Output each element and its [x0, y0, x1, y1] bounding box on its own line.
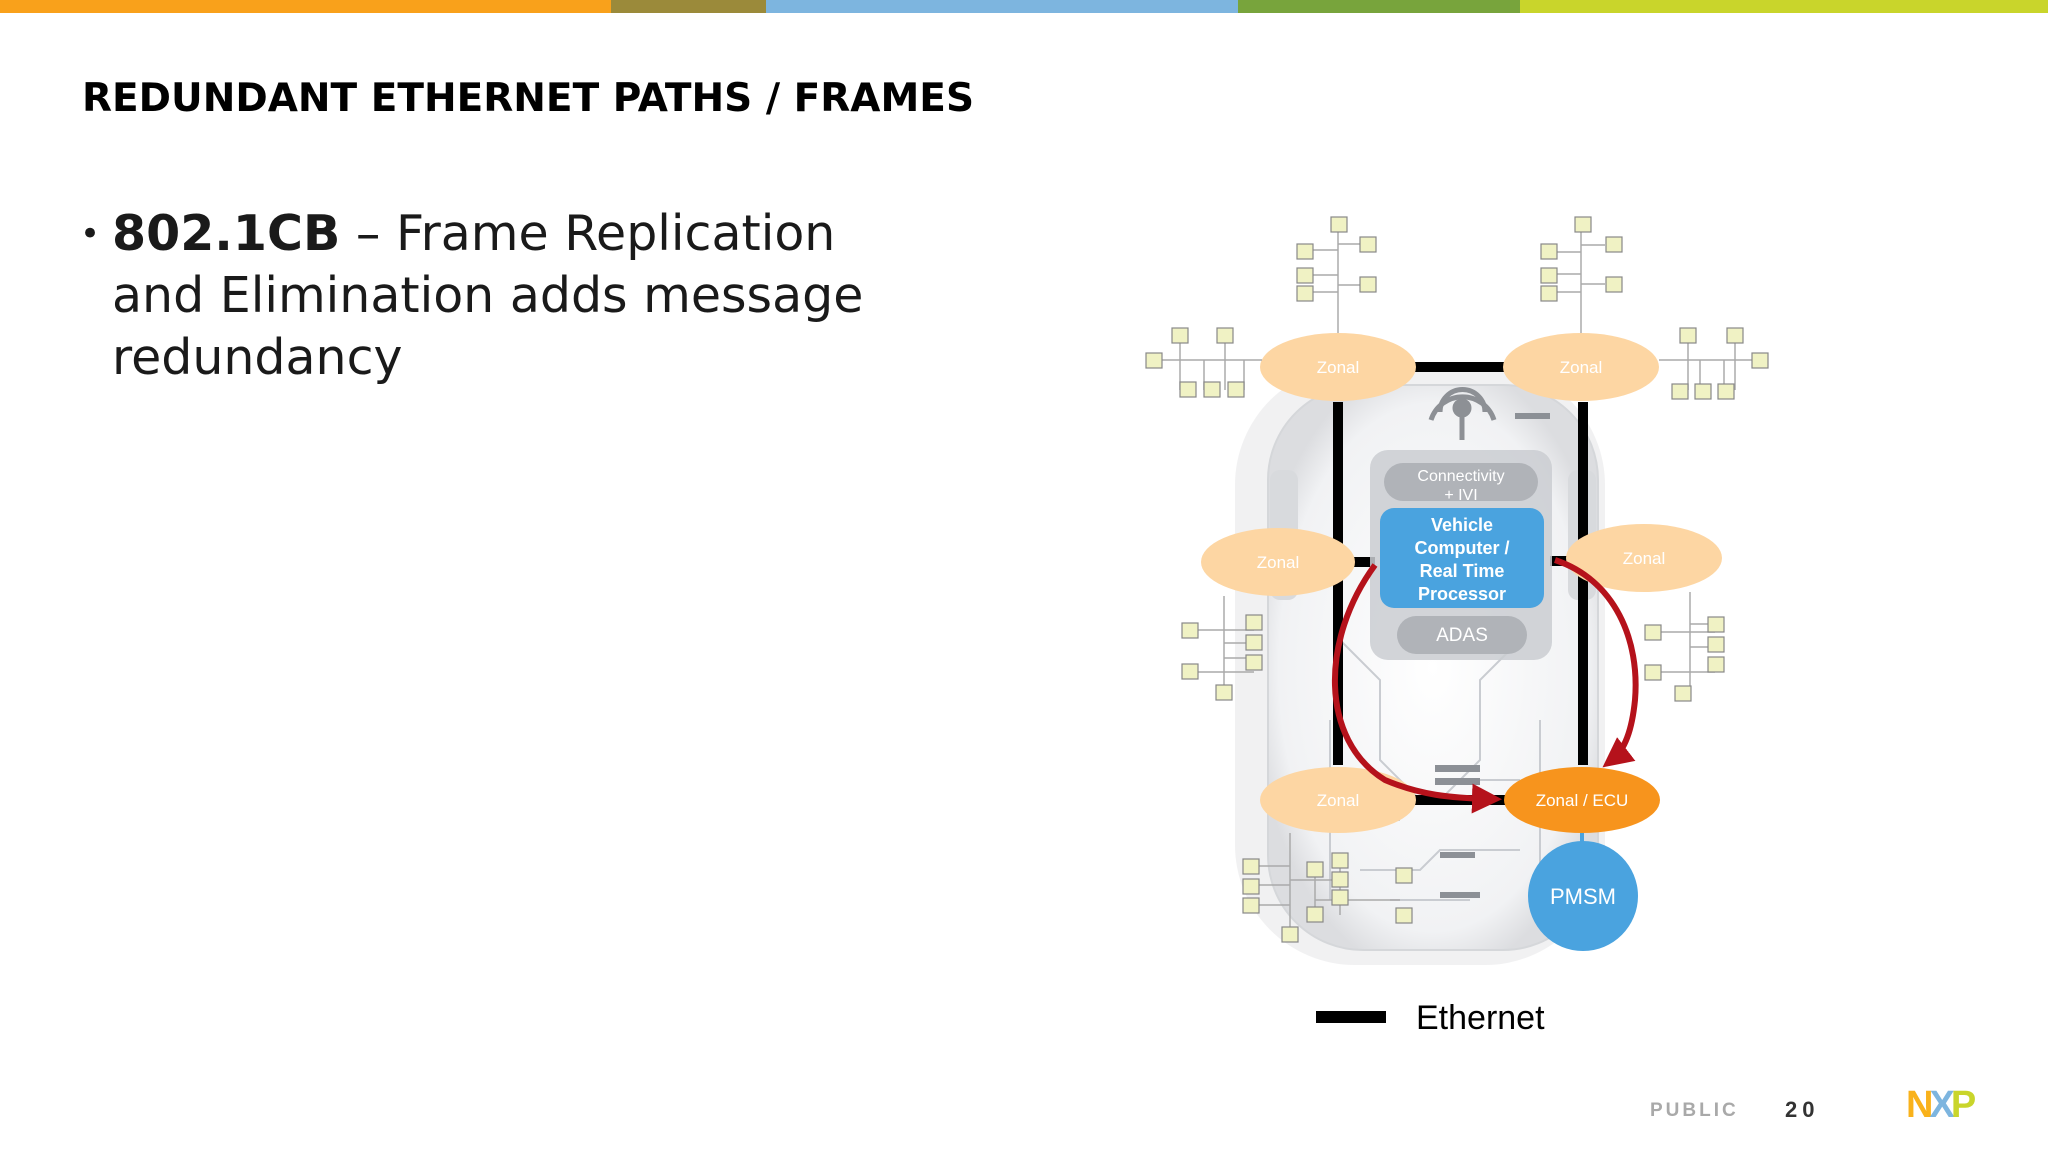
- device-node: [1306, 906, 1324, 923]
- device-node: [1707, 616, 1725, 633]
- antenna-icon: [1428, 387, 1497, 440]
- device-node: [1331, 871, 1349, 888]
- vehicle-computer-line-4: Processor: [1418, 584, 1506, 604]
- device-node: [1574, 216, 1592, 233]
- connectivity-label: Connectivity: [1417, 468, 1504, 485]
- pmsm-label: PMSM: [1550, 884, 1616, 909]
- device-node: [1395, 867, 1413, 884]
- zonal-middle-left: [1201, 528, 1355, 596]
- legend: Ethernet: [1316, 999, 1545, 1037]
- device-node: [1605, 276, 1623, 293]
- redundant-path-left: [1331, 563, 1502, 814]
- device-node: [1717, 383, 1735, 400]
- device-node: [1726, 327, 1744, 344]
- zonal-front-right-label: Zonal: [1560, 358, 1603, 377]
- device-node: [1540, 267, 1558, 284]
- device-node: [1330, 216, 1348, 233]
- vehicle-computer-box: [1380, 508, 1544, 608]
- color-bar-lime: [1520, 0, 2048, 13]
- device-nodes: [1145, 216, 1769, 943]
- device-node: [1331, 889, 1349, 906]
- adas-pill: [1397, 616, 1527, 654]
- device-node: [1281, 926, 1299, 943]
- nxp-logo-text: NXP: [1906, 1084, 1976, 1124]
- slide-title: REDUNDANT ETHERNET PATHS / FRAMES: [82, 76, 975, 121]
- central-compute-block: Connectivity + IVI Vehicle Computer / Re…: [1370, 450, 1552, 660]
- classification-label: PUBLIC: [1650, 1100, 1739, 1121]
- zonal-middle-right-label: Zonal: [1623, 549, 1666, 568]
- zonal-rear-left: [1260, 767, 1416, 833]
- color-bar-blue: [766, 0, 1238, 13]
- device-node: [1145, 352, 1163, 369]
- device-node: [1181, 663, 1199, 680]
- legend-ethernet-label: Ethernet: [1416, 999, 1545, 1037]
- bullet-bold-term: 802.1CB: [112, 205, 341, 262]
- device-node: [1245, 614, 1263, 631]
- pmsm-motor: PMSM: [1528, 833, 1638, 951]
- redundant-path-right: [1554, 557, 1639, 768]
- device-node: [1540, 243, 1558, 260]
- device-node: [1679, 327, 1697, 344]
- device-node: [1215, 684, 1233, 701]
- zonal-middle-left-label: Zonal: [1257, 553, 1300, 572]
- vehicle-computer-line-2: Computer /: [1414, 538, 1509, 558]
- device-node: [1227, 381, 1245, 398]
- device-node: [1179, 381, 1197, 398]
- device-node: [1331, 852, 1349, 869]
- device-node: [1245, 634, 1263, 651]
- device-node: [1359, 276, 1377, 293]
- color-bar-green: [1238, 0, 1520, 13]
- color-bar-olive: [611, 0, 766, 13]
- device-node: [1171, 327, 1189, 344]
- device-node: [1242, 858, 1260, 875]
- device-node: [1181, 622, 1199, 639]
- device-node: [1644, 664, 1662, 681]
- pmsm-circle: [1528, 841, 1638, 951]
- device-node: [1395, 907, 1413, 924]
- zonal-ecu-rear-right: [1504, 767, 1660, 833]
- zonal-front-right: [1503, 333, 1659, 401]
- nxp-logo: NXP: [1906, 1084, 1976, 1124]
- bullet-description: – Frame Replication and Elimination adds…: [112, 205, 864, 386]
- zonal-front-left-label: Zonal: [1317, 358, 1360, 377]
- device-node: [1242, 897, 1260, 914]
- zonal-middle-right: [1566, 524, 1722, 592]
- zonal-front-left: [1260, 333, 1416, 401]
- device-node: [1359, 236, 1377, 253]
- page-number: 20: [1785, 1097, 1820, 1122]
- top-color-bar: [0, 0, 2048, 13]
- bullet-dot: •: [80, 214, 101, 254]
- device-node: [1751, 352, 1769, 369]
- legend-ethernet-swatch: [1316, 1011, 1386, 1023]
- device-node: [1605, 236, 1623, 253]
- device-node: [1296, 243, 1314, 260]
- device-node: [1203, 381, 1221, 398]
- adas-label: ADAS: [1436, 625, 1488, 646]
- device-node: [1644, 624, 1662, 641]
- redundant-paths: [1331, 557, 1639, 814]
- device-node: [1242, 878, 1260, 895]
- device-node: [1540, 285, 1558, 302]
- vehicle-computer-line-3: Real Time: [1420, 561, 1505, 581]
- device-node: [1296, 285, 1314, 302]
- zonal-nodes: Zonal Zonal Zonal Zonal Zonal Zonal / EC…: [1201, 333, 1722, 833]
- bullet-item: 802.1CB – Frame Replication and Eliminat…: [112, 203, 892, 389]
- device-node: [1671, 383, 1689, 400]
- device-node: [1245, 654, 1263, 671]
- ivi-label: + IVI: [1444, 487, 1477, 504]
- device-node: [1674, 685, 1692, 702]
- car-chip-dots: [1435, 413, 1550, 898]
- device-node: [1216, 327, 1234, 344]
- device-node: [1707, 636, 1725, 653]
- device-node: [1707, 656, 1725, 673]
- zonal-ecu-label: Zonal / ECU: [1536, 791, 1629, 810]
- zonal-rear-left-label: Zonal: [1317, 791, 1360, 810]
- connectivity-ivi-pill: [1384, 463, 1538, 501]
- color-bar-orange: [0, 0, 611, 13]
- device-node: [1296, 267, 1314, 284]
- device-node: [1306, 861, 1324, 878]
- device-node: [1694, 383, 1712, 400]
- vehicle-computer-line-1: Vehicle: [1431, 515, 1493, 535]
